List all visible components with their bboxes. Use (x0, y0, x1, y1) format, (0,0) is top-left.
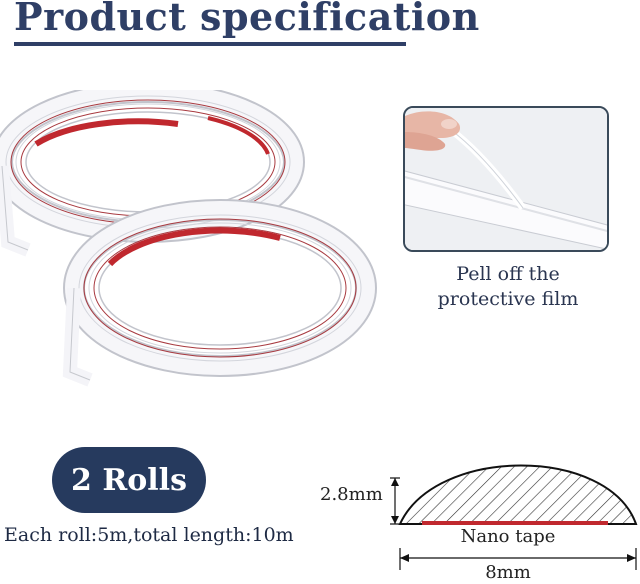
peel-film-image (403, 106, 609, 252)
thickness-label: 2.8mm (320, 484, 383, 505)
profile-diagram (390, 464, 638, 570)
width-label: 8mm (485, 562, 531, 583)
peel-film-caption: Pell off the protective film (408, 262, 608, 312)
nano-tape-label: Nano tape (460, 526, 556, 547)
nano-tape-layer (422, 521, 608, 525)
peel-film-caption-line2: protective film (437, 288, 579, 310)
rolls-count-label: 2 Rolls (71, 462, 187, 498)
peel-film-caption-line1: Pell off the (456, 263, 560, 285)
tape-roll-front (62, 199, 377, 387)
profile-outline (398, 464, 638, 525)
roll-length-text: Each roll:5m,total length:10m (4, 524, 294, 546)
rolls-count-badge: 2 Rolls (52, 447, 206, 513)
title-underline (14, 42, 406, 46)
tape-rolls-image (0, 90, 377, 387)
page-title: Product specification (14, 0, 480, 39)
